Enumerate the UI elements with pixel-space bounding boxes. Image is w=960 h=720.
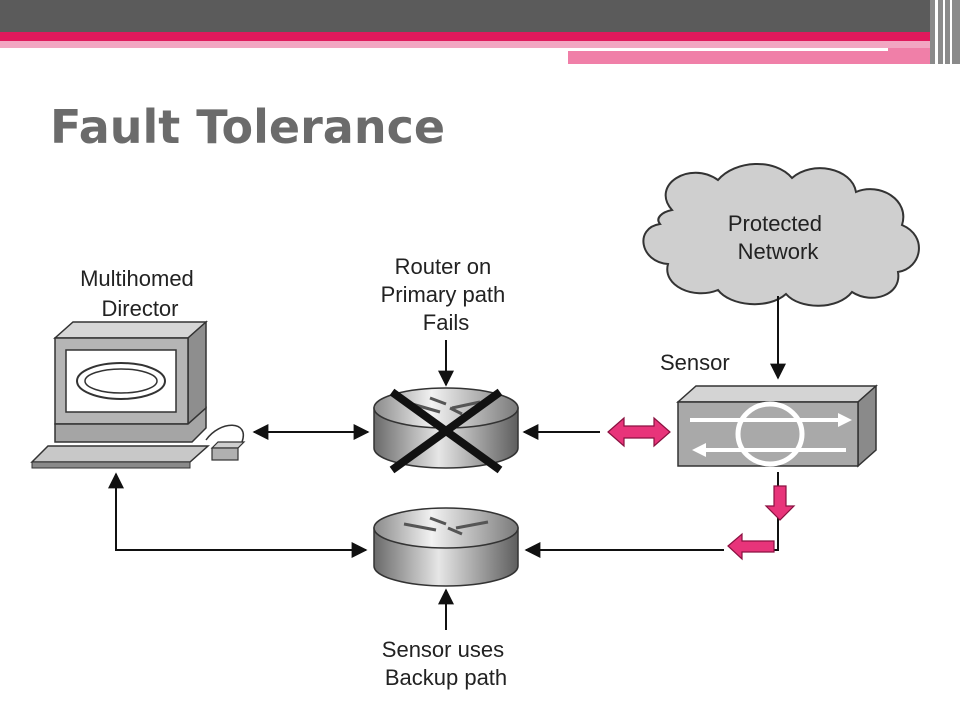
protected-network-label: Protected Network (728, 211, 828, 264)
protected-network-cloud (642, 163, 920, 307)
edge-stripe (950, 0, 952, 64)
primary-path-double-arrow (607, 416, 671, 448)
top-accent-band-light (0, 41, 940, 48)
sensor-icon (676, 384, 878, 468)
failure-x-icon (389, 388, 503, 474)
director-label: Multihomed Director (80, 266, 200, 321)
top-accent-band (0, 32, 940, 41)
backup-path-left-arrow (727, 532, 775, 561)
sensor-label: Sensor (660, 350, 730, 375)
backup-router-label: Sensor uses Backup path (382, 637, 510, 690)
director-computer-icon (30, 320, 246, 469)
accent-divider-line (568, 48, 888, 51)
edge-stripe (943, 0, 945, 64)
primary-router-label: Router on Primary path Fails (381, 254, 512, 335)
backup-router-icon (373, 507, 519, 587)
slide-title: Fault Tolerance (50, 100, 446, 154)
top-accent-band-right (568, 48, 940, 64)
edge-stripe (935, 0, 938, 64)
top-bar (0, 0, 960, 32)
sensor-down-arrow (764, 485, 796, 521)
